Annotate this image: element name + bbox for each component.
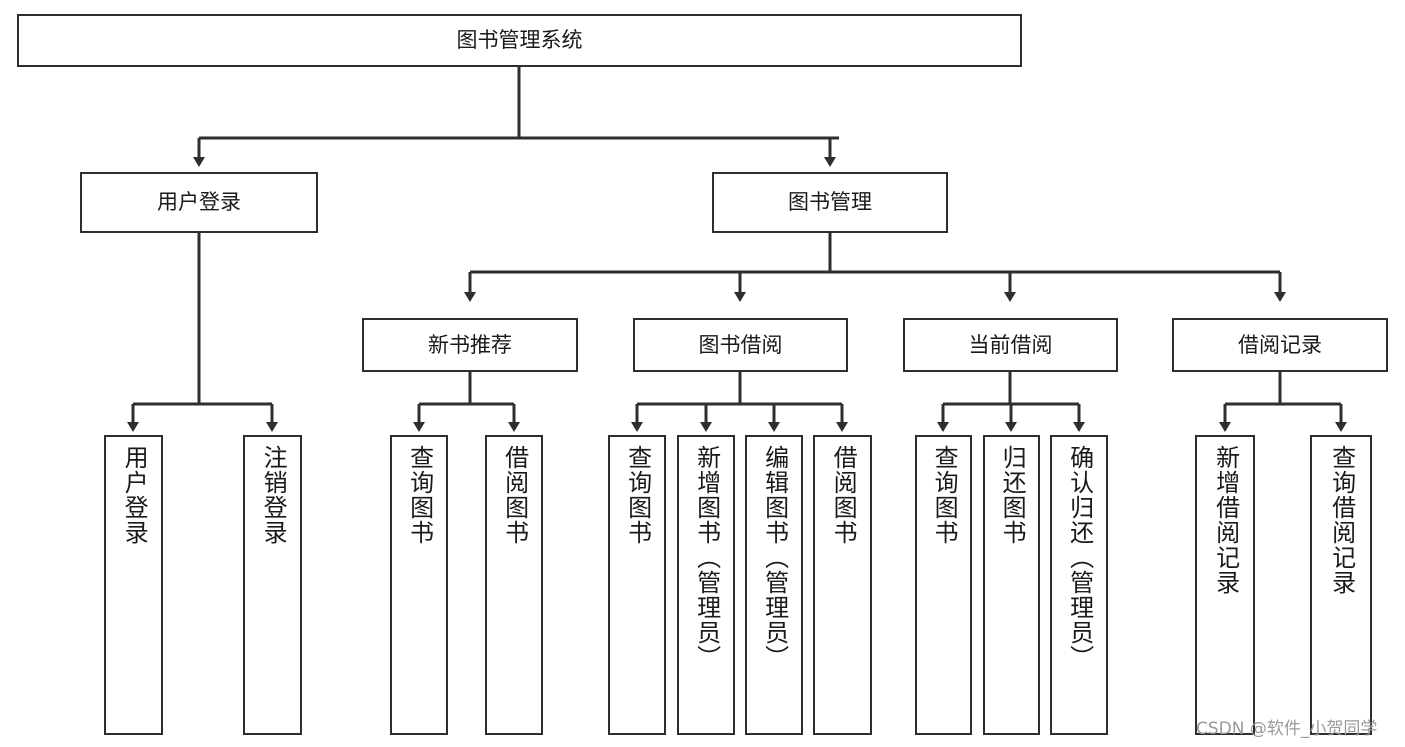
node-leaf-edit-book-label: 编辑图书（管理员） bbox=[760, 445, 789, 670]
node-new-book-recommend-label: 新书推荐 bbox=[428, 332, 512, 357]
node-leaf-query-book-2-label: 查询图书 bbox=[623, 445, 652, 545]
node-leaf-return-book[interactable]: 归还图书 bbox=[983, 435, 1040, 735]
node-user-login-label: 用户登录 bbox=[157, 190, 241, 215]
node-user-login[interactable]: 用户登录 bbox=[80, 172, 318, 233]
edge-root-to-level2 bbox=[193, 67, 839, 167]
edge-currentborrow-to-leaves bbox=[937, 372, 1085, 432]
node-leaf-logout[interactable]: 注销登录 bbox=[243, 435, 302, 735]
node-leaf-borrow-book-1-label: 借阅图书 bbox=[500, 445, 529, 545]
node-leaf-borrow-book-2[interactable]: 借阅图书 bbox=[813, 435, 872, 735]
node-new-book-recommend[interactable]: 新书推荐 bbox=[362, 318, 578, 372]
node-borrow-record[interactable]: 借阅记录 bbox=[1172, 318, 1388, 372]
node-leaf-add-book-label: 新增图书（管理员） bbox=[692, 445, 721, 670]
node-book-borrow[interactable]: 图书借阅 bbox=[633, 318, 848, 372]
node-leaf-query-book-1-label: 查询图书 bbox=[405, 445, 434, 545]
node-leaf-edit-book[interactable]: 编辑图书（管理员） bbox=[745, 435, 803, 735]
node-leaf-query-book-3-label: 查询图书 bbox=[930, 445, 959, 545]
node-leaf-query-book-2[interactable]: 查询图书 bbox=[608, 435, 666, 735]
node-leaf-confirm-return-label: 确认归还（管理员） bbox=[1065, 445, 1094, 670]
node-leaf-query-book-1[interactable]: 查询图书 bbox=[390, 435, 448, 735]
node-borrow-record-label: 借阅记录 bbox=[1238, 332, 1322, 357]
node-book-management[interactable]: 图书管理 bbox=[712, 172, 948, 233]
node-leaf-user-login-label: 用户登录 bbox=[120, 445, 149, 545]
edge-userlogin-to-leaves bbox=[127, 233, 278, 432]
edge-borrowrecord-to-leaves bbox=[1219, 372, 1347, 432]
node-current-borrow[interactable]: 当前借阅 bbox=[903, 318, 1118, 372]
node-leaf-user-login[interactable]: 用户登录 bbox=[104, 435, 163, 735]
watermark: CSDN @软件_小贺同学 bbox=[1196, 719, 1378, 739]
node-leaf-logout-label: 注销登录 bbox=[259, 445, 288, 545]
node-book-management-label: 图书管理 bbox=[788, 190, 872, 215]
edge-newbook-to-leaves bbox=[413, 372, 520, 432]
node-leaf-add-record[interactable]: 新增借阅记录 bbox=[1195, 435, 1255, 735]
node-leaf-query-record-label: 查询借阅记录 bbox=[1327, 445, 1356, 595]
node-leaf-add-record-label: 新增借阅记录 bbox=[1211, 445, 1240, 595]
node-leaf-borrow-book-1[interactable]: 借阅图书 bbox=[485, 435, 543, 735]
node-root[interactable]: 图书管理系统 bbox=[17, 14, 1022, 67]
node-leaf-return-book-label: 归还图书 bbox=[998, 445, 1027, 545]
node-leaf-query-record[interactable]: 查询借阅记录 bbox=[1310, 435, 1372, 735]
node-current-borrow-label: 当前借阅 bbox=[968, 332, 1053, 357]
node-leaf-query-book-3[interactable]: 查询图书 bbox=[915, 435, 972, 735]
node-book-borrow-label: 图书借阅 bbox=[698, 332, 783, 357]
edge-bookmgmt-to-level3 bbox=[464, 233, 1286, 302]
node-leaf-borrow-book-2-label: 借阅图书 bbox=[829, 445, 858, 545]
node-leaf-add-book[interactable]: 新增图书（管理员） bbox=[677, 435, 735, 735]
node-leaf-confirm-return[interactable]: 确认归还（管理员） bbox=[1050, 435, 1108, 735]
node-root-label: 图书管理系统 bbox=[456, 28, 583, 53]
edge-bookborrow-to-leaves bbox=[631, 372, 848, 432]
